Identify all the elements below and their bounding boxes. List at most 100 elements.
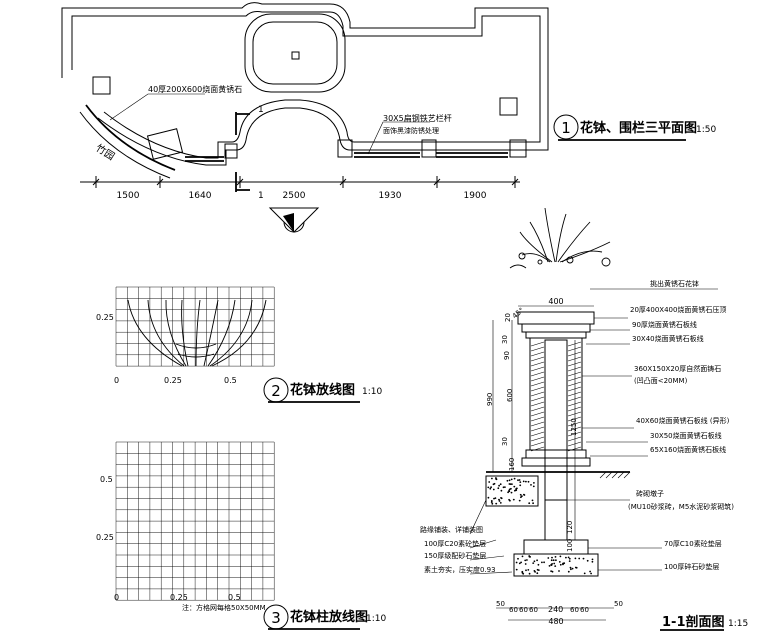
dim-tick [156,178,164,186]
texture-dot [562,563,564,566]
plan-view: 竹园 40厚200X600烧面黄锈石 30X5扁钢铁艺栏杆 面饰黑漆防锈处理 1… [61,2,716,233]
texture-dot [517,557,519,560]
left-dim: 90 [503,351,511,360]
dim-tick [92,178,100,186]
texture-dot [583,572,586,575]
gravel-texture [515,555,594,575]
texture-dot [528,502,531,505]
d3-number: 3 [271,609,281,627]
texture-dot [526,559,528,561]
right-label: (凹凸面<20MM) [634,377,688,385]
grid-flower-column [115,441,275,601]
d2-scale: 1:10 [362,387,382,397]
left-label: 100厚C20素砼垫层 [424,539,486,548]
texture-dot [548,565,551,567]
texture-dot [589,570,591,573]
texture-dot [504,486,506,488]
texture-dot [537,563,540,566]
plan-outer-wall [61,2,549,166]
plant-icon [509,207,611,269]
plan-pier [509,139,527,158]
texture-dot [506,479,509,482]
right-label: 30X50烧面黄锈石板线 [650,431,722,440]
texture-dot [521,495,523,497]
texture-dot [491,477,493,480]
texture-dot [510,487,512,490]
hatch-line [567,371,582,377]
hatch-line [605,471,613,479]
hatch-line [530,381,545,387]
detail-2: 0.25 0 0.25 0.5 2 花钵放线图 1:10 [96,286,382,403]
base-moulding [521,457,591,467]
texture-dot [536,572,539,575]
dim-tick [511,178,519,186]
hatch-line [530,401,545,407]
hatch-line [530,356,545,362]
texture-dot [523,493,525,496]
d2-ytick: 0.25 [96,313,114,322]
right-label: 360X150X20厚自然面铸石 [634,364,721,373]
texture-dot [578,557,581,560]
plan-feature-outer [244,13,346,93]
texture-dot [527,480,530,483]
left-dim: 120 [566,521,574,534]
texture-dot [498,484,500,487]
d2-xtick: 0.5 [224,376,237,385]
texture-dot [520,561,522,564]
texture-dot [502,486,505,489]
right-label: 40X60烧面黄锈石板线 (异形) [636,416,730,425]
bottom-total: 480 [548,617,563,626]
hatch-line [567,356,582,362]
bottom-dim: 60 [529,606,538,614]
hatch-line [530,346,545,352]
texture-dot [565,556,567,559]
texture-dot [568,560,571,562]
plan-pier [224,143,238,159]
texture-dot [512,498,515,501]
hatch-line [530,426,545,432]
texture-dot [524,563,527,565]
texture-dot [493,482,496,485]
texture-dot [493,497,495,500]
plan-scale: 1:50 [696,125,716,135]
bottom-dim: 60 [519,606,528,614]
d3-xtick: 0.25 [170,593,188,602]
texture-dot [510,491,513,494]
plan-dim: 1900 [464,191,487,201]
plan-pier [421,139,437,158]
texture-dot [525,480,527,483]
texture-dot [498,500,501,502]
texture-dot [551,556,553,559]
plan-dim: 1640 [189,191,212,201]
texture-dot [528,555,531,557]
hatch-line [530,411,545,417]
hatch-line [567,441,582,447]
d3-ytick: 0.5 [100,475,113,484]
texture-dot [586,559,589,562]
texture-dot [558,570,560,572]
hatch-line [617,471,625,479]
texture-dot [571,567,574,570]
texture-dot [528,572,531,575]
texture-dot [487,486,490,489]
plan-railing [354,152,420,158]
cap-moulding [525,331,587,339]
texture-dot [507,491,509,494]
right-label: 70厚C10素砼垫层 [664,539,722,548]
hatch-line [530,366,545,372]
plan-curved-railing [85,104,176,171]
texture-dot [536,568,539,571]
texture-dot [519,493,522,496]
texture-dot [518,562,521,565]
texture-dot [531,499,534,502]
hatch-line [530,371,545,377]
dim-tick [339,178,347,186]
texture-dot [574,557,577,560]
hatch-line [567,411,582,417]
texture-dot [533,482,535,484]
texture-dot [515,489,518,492]
right-label: (MU10砂浆砖，M5水泥砂浆砌筑) [628,502,734,511]
texture-dot [490,501,493,503]
texture-dot [558,561,561,563]
